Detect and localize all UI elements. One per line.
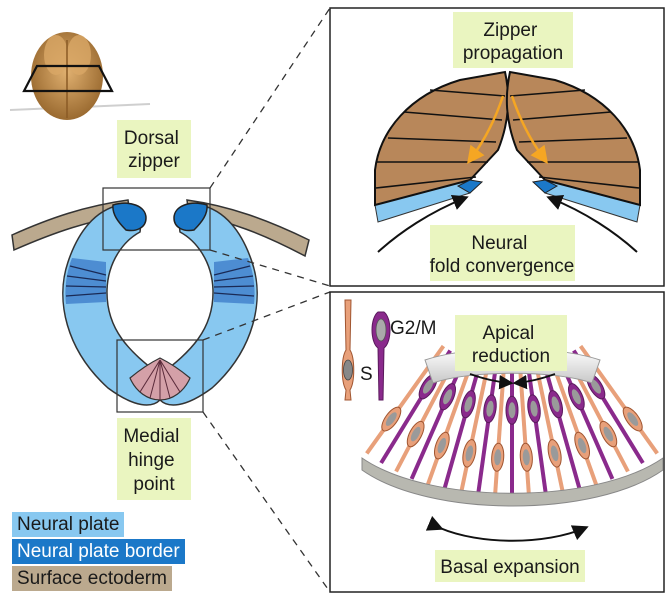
legend-neural-plate: Neural plate	[12, 512, 124, 537]
cell-nucleus	[509, 402, 516, 418]
legend-surface-ectoderm: Surface ectoderm	[12, 566, 172, 591]
legend-neural-plate-border: Neural plate border	[12, 539, 185, 564]
dlhp-right	[214, 258, 255, 304]
embryo-thumbnail	[10, 32, 150, 120]
s-phase-label: S	[360, 364, 373, 385]
neural-tube-cross-section	[12, 188, 309, 412]
dlhp-left	[65, 258, 106, 304]
g2m-phase-label: G2/M	[390, 318, 436, 339]
basal-expansion-label: Basal expansion	[440, 557, 579, 578]
